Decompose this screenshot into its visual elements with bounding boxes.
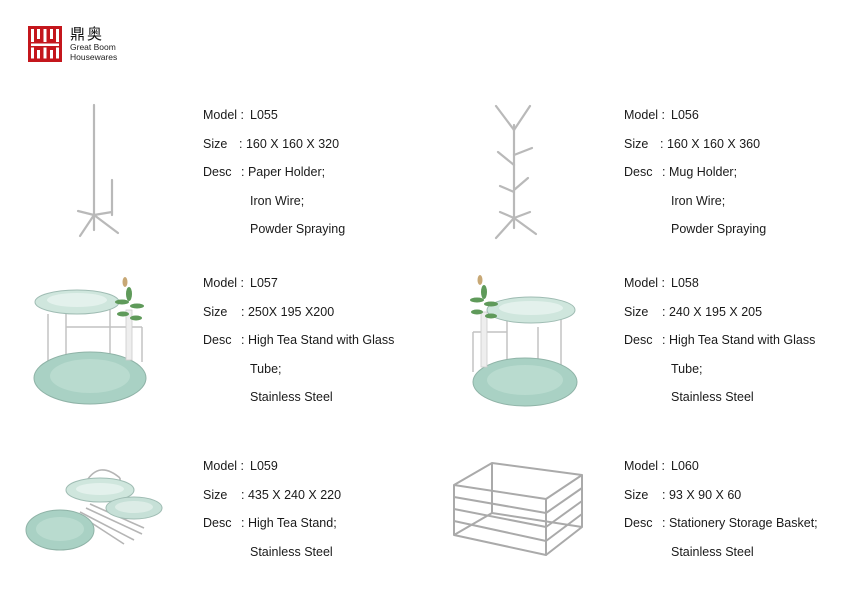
model-value: L060	[671, 459, 699, 473]
desc-line-1: : Stationery Storage Basket;	[662, 516, 818, 530]
model-label: Model :	[624, 459, 665, 473]
model-label: Model :	[624, 276, 665, 290]
desc-line-1: : High Tea Stand with Glass	[662, 333, 816, 347]
brand-name-en-line1: Great Boom	[70, 42, 116, 52]
product-specs: Model : L059 Size : 435 X 240 X 220 Desc:…	[203, 452, 341, 566]
size-label: Size	[624, 136, 649, 151]
product-specs: Model : L056 Size : 160 X 160 X 360 Desc:…	[624, 101, 766, 244]
model-label: Model :	[624, 108, 665, 122]
paper-holder-photo	[76, 103, 120, 238]
brand-name-en-line2: Housewares	[70, 52, 118, 62]
size-label: Size	[203, 487, 228, 502]
high-tea-stand-photo	[25, 469, 163, 551]
model-value: L058	[671, 276, 699, 290]
desc-line-2: Tube;	[671, 361, 703, 376]
model-value: L059	[250, 459, 278, 473]
desc-line-1: : High Tea Stand;	[241, 516, 337, 530]
desc-label: Desc	[624, 333, 653, 347]
desc-line-1: : Paper Holder;	[241, 165, 326, 179]
model-label: Model :	[203, 276, 244, 290]
desc-line-2: Tube;	[250, 361, 282, 376]
product-specs: Model : L060 Size : 93 X 90 X 60 Desc : St…	[624, 452, 818, 566]
model-value: L055	[250, 108, 278, 122]
product-specs: Model : L057 Size : 250X 195 X200 Desc : H…	[203, 269, 394, 412]
stationery-basket-photo	[453, 462, 583, 556]
desc-line-2: Iron Wire;	[250, 193, 305, 208]
product-specs: Model : L058 Size : 240 X 195 X 205 Desc:…	[624, 269, 815, 412]
product-specs: Model : L055 Size : 160 X 160 X 320 Desc:…	[203, 101, 345, 244]
size-label: Size	[624, 487, 649, 502]
size-label: Size	[203, 304, 228, 319]
high-tea-stand-glass-tube-photo	[33, 277, 147, 405]
desc-line-2: Iron Wire;	[671, 193, 726, 208]
brand-text: 鼎奥 Great Boom Housewares	[70, 26, 117, 62]
desc-line-3: Stainless Steel	[250, 390, 333, 404]
size-value: : 93 X 90 X 60	[662, 487, 742, 502]
size-value: : 240 X 195 X 205	[662, 304, 763, 319]
desc-line-2: Stainless Steel	[250, 544, 333, 559]
brand-logo: 鼎奥 Great Boom Housewares	[28, 26, 117, 62]
model-label: Model :	[203, 459, 244, 473]
desc-label: Desc	[203, 516, 232, 530]
brand-logo-mark-icon	[28, 26, 62, 62]
desc-line-1: : High Tea Stand with Glass	[241, 333, 395, 347]
desc-label: Desc	[624, 516, 653, 530]
size-value: : 435 X 240 X 220	[241, 487, 342, 502]
desc-line-3: Powder Spraying	[250, 222, 346, 236]
desc-line-2: Stainless Steel	[671, 544, 754, 559]
model-value: L057	[250, 276, 278, 290]
mug-holder-photo	[494, 104, 538, 240]
size-value: : 160 X 160 X 320	[239, 136, 340, 151]
size-label: Size	[203, 136, 228, 151]
desc-line-3: Powder Spraying	[671, 222, 767, 236]
model-value: L056	[671, 108, 699, 122]
high-tea-stand-glass-tube-photo	[470, 275, 578, 407]
desc-label: Desc	[624, 165, 653, 179]
desc-line-1: : Mug Holder;	[662, 165, 738, 179]
desc-line-3: Stainless Steel	[671, 390, 754, 404]
model-label: Model :	[203, 108, 244, 122]
brand-name-cn: 鼎奥	[70, 25, 105, 43]
desc-label: Desc	[203, 333, 232, 347]
size-value: : 250X 195 X200	[241, 304, 335, 319]
desc-label: Desc	[203, 165, 232, 179]
size-value: : 160 X 160 X 360	[660, 136, 761, 151]
size-label: Size	[624, 304, 649, 319]
